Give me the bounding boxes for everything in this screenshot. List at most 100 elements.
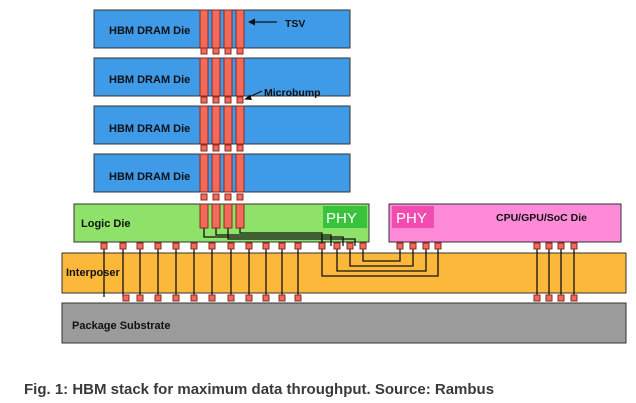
package-substrate [61, 302, 627, 344]
microbump-3-4 [236, 144, 244, 152]
interposer-top-bump-20 [434, 242, 442, 250]
dram-die-label-3: HBM DRAM Die [109, 123, 190, 135]
interposer-top-bump-4 [154, 242, 162, 250]
tsv-segment-3-1 [199, 105, 209, 145]
interposer-top-bump-16 [359, 242, 367, 250]
interposer-top-bump-9 [245, 242, 253, 250]
dram-die-4 [93, 153, 351, 193]
tsv-segment-4-4 [235, 153, 245, 193]
substrate-bump-14 [557, 294, 565, 302]
tsv-arrowhead [248, 18, 255, 26]
dram-die-2 [93, 57, 351, 97]
phy-link-3 [349, 249, 414, 267]
interposer-top-bump-3 [136, 242, 144, 250]
substrate-bump-7 [227, 294, 235, 302]
interposer [61, 252, 627, 294]
interposer-top-bump-17 [396, 242, 404, 250]
tsv-segment-3-3 [223, 105, 233, 145]
interposer-top-bump-21 [533, 242, 541, 250]
interposer-top-bump-23 [557, 242, 565, 250]
interposer-top-bump-12 [294, 242, 302, 250]
interposer-top-bump-13 [318, 242, 326, 250]
interposer-top-bump-2 [119, 242, 127, 250]
phy-link-4 [362, 249, 401, 262]
tsv-segment-3-2 [211, 105, 221, 145]
microbump-arrowhead [244, 94, 252, 100]
substrate-bump-9 [262, 294, 270, 302]
interposer-top-bump-18 [409, 242, 417, 250]
dram-die-label-2: HBM DRAM Die [109, 74, 190, 86]
hbm-stack-diagram: HBM DRAM Die HBM DRAM Die HBM DRAM Die H… [61, 9, 627, 344]
substrate-bump-1 [122, 294, 130, 302]
substrate-bump-11 [294, 294, 302, 302]
microbump-1-2 [212, 47, 220, 55]
interposer-top-bump-10 [262, 242, 270, 250]
logic-die-label: Logic Die [81, 218, 131, 230]
dram-die-3 [93, 105, 351, 145]
microbump-2-2 [212, 96, 220, 104]
tsv-segment-5-2 [211, 203, 221, 229]
tsv-wire-2 [215, 228, 332, 246]
tsv-wire-4 [239, 228, 323, 246]
microbump-3-2 [212, 144, 220, 152]
microbump-4-3 [224, 193, 232, 201]
interposer-top-bump-8 [227, 242, 235, 250]
tsv-wire-1 [203, 228, 344, 246]
microbump-2-4 [236, 96, 244, 104]
interposer-top-bump-5 [172, 242, 180, 250]
substrate-bump-15 [570, 294, 578, 302]
substrate-bump-8 [245, 294, 253, 302]
processor-phy-block [392, 206, 434, 228]
microbump-3-3 [224, 144, 232, 152]
processor-phy-label: PHY [396, 210, 427, 227]
microbump-1-1 [200, 47, 208, 55]
interposer-top-bump-19 [422, 242, 430, 250]
tsv-segment-4-2 [211, 153, 221, 193]
tsv-segment-4-1 [199, 153, 209, 193]
microbump-callout-label: Microbump [264, 87, 321, 99]
interposer-top-bump-15 [346, 242, 354, 250]
substrate-bump-6 [208, 294, 216, 302]
microbump-1-4 [236, 47, 244, 55]
tsv-segment-5-3 [223, 203, 233, 229]
substrate-bump-13 [545, 294, 553, 302]
interposer-top-bump-6 [190, 242, 198, 250]
tsv-segment-5-1 [199, 203, 209, 229]
microbump-1-3 [224, 47, 232, 55]
substrate-label: Package Substrate [72, 320, 170, 332]
microbump-4-4 [236, 193, 244, 201]
substrate-bump-10 [278, 294, 286, 302]
phy-link-2 [336, 249, 427, 272]
tsv-segment-1-2 [211, 9, 221, 49]
interposer-top-bump-7 [208, 242, 216, 250]
logic-phy-block [323, 206, 367, 228]
substrate-bump-5 [190, 294, 198, 302]
dram-die-1 [93, 9, 351, 49]
interposer-top-bump-11 [278, 242, 286, 250]
substrate-bump-2 [136, 294, 144, 302]
substrate-bump-3 [154, 294, 162, 302]
interposer-top-bump-24 [570, 242, 578, 250]
tsv-segment-1-3 [223, 9, 233, 49]
dram-die-label-4: HBM DRAM Die [109, 171, 190, 183]
substrate-bump-4 [172, 294, 180, 302]
microbump-4-1 [200, 193, 208, 201]
microbump-2-1 [200, 96, 208, 104]
tsv-callout-label: TSV [285, 18, 305, 30]
tsv-segment-2-1 [199, 57, 209, 97]
substrate-bump-12 [533, 294, 541, 302]
tsv-segment-1-1 [199, 9, 209, 49]
microbump-2-3 [224, 96, 232, 104]
logic-phy-label: PHY [326, 210, 357, 227]
tsv-segment-4-3 [223, 153, 233, 193]
tsv-segment-5-4 [235, 203, 245, 229]
processor-die-label: CPU/GPU/SoC Die [496, 212, 587, 224]
figure-caption: Fig. 1: HBM stack for maximum data throu… [24, 381, 495, 398]
interposer-top-bump-1 [100, 242, 108, 250]
tsv-segment-2-4 [235, 57, 245, 97]
dram-die-label-1: HBM DRAM Die [109, 25, 190, 37]
interposer-top-bump-14 [333, 242, 341, 250]
interposer-top-bump-22 [545, 242, 553, 250]
tsv-segment-2-3 [223, 57, 233, 97]
